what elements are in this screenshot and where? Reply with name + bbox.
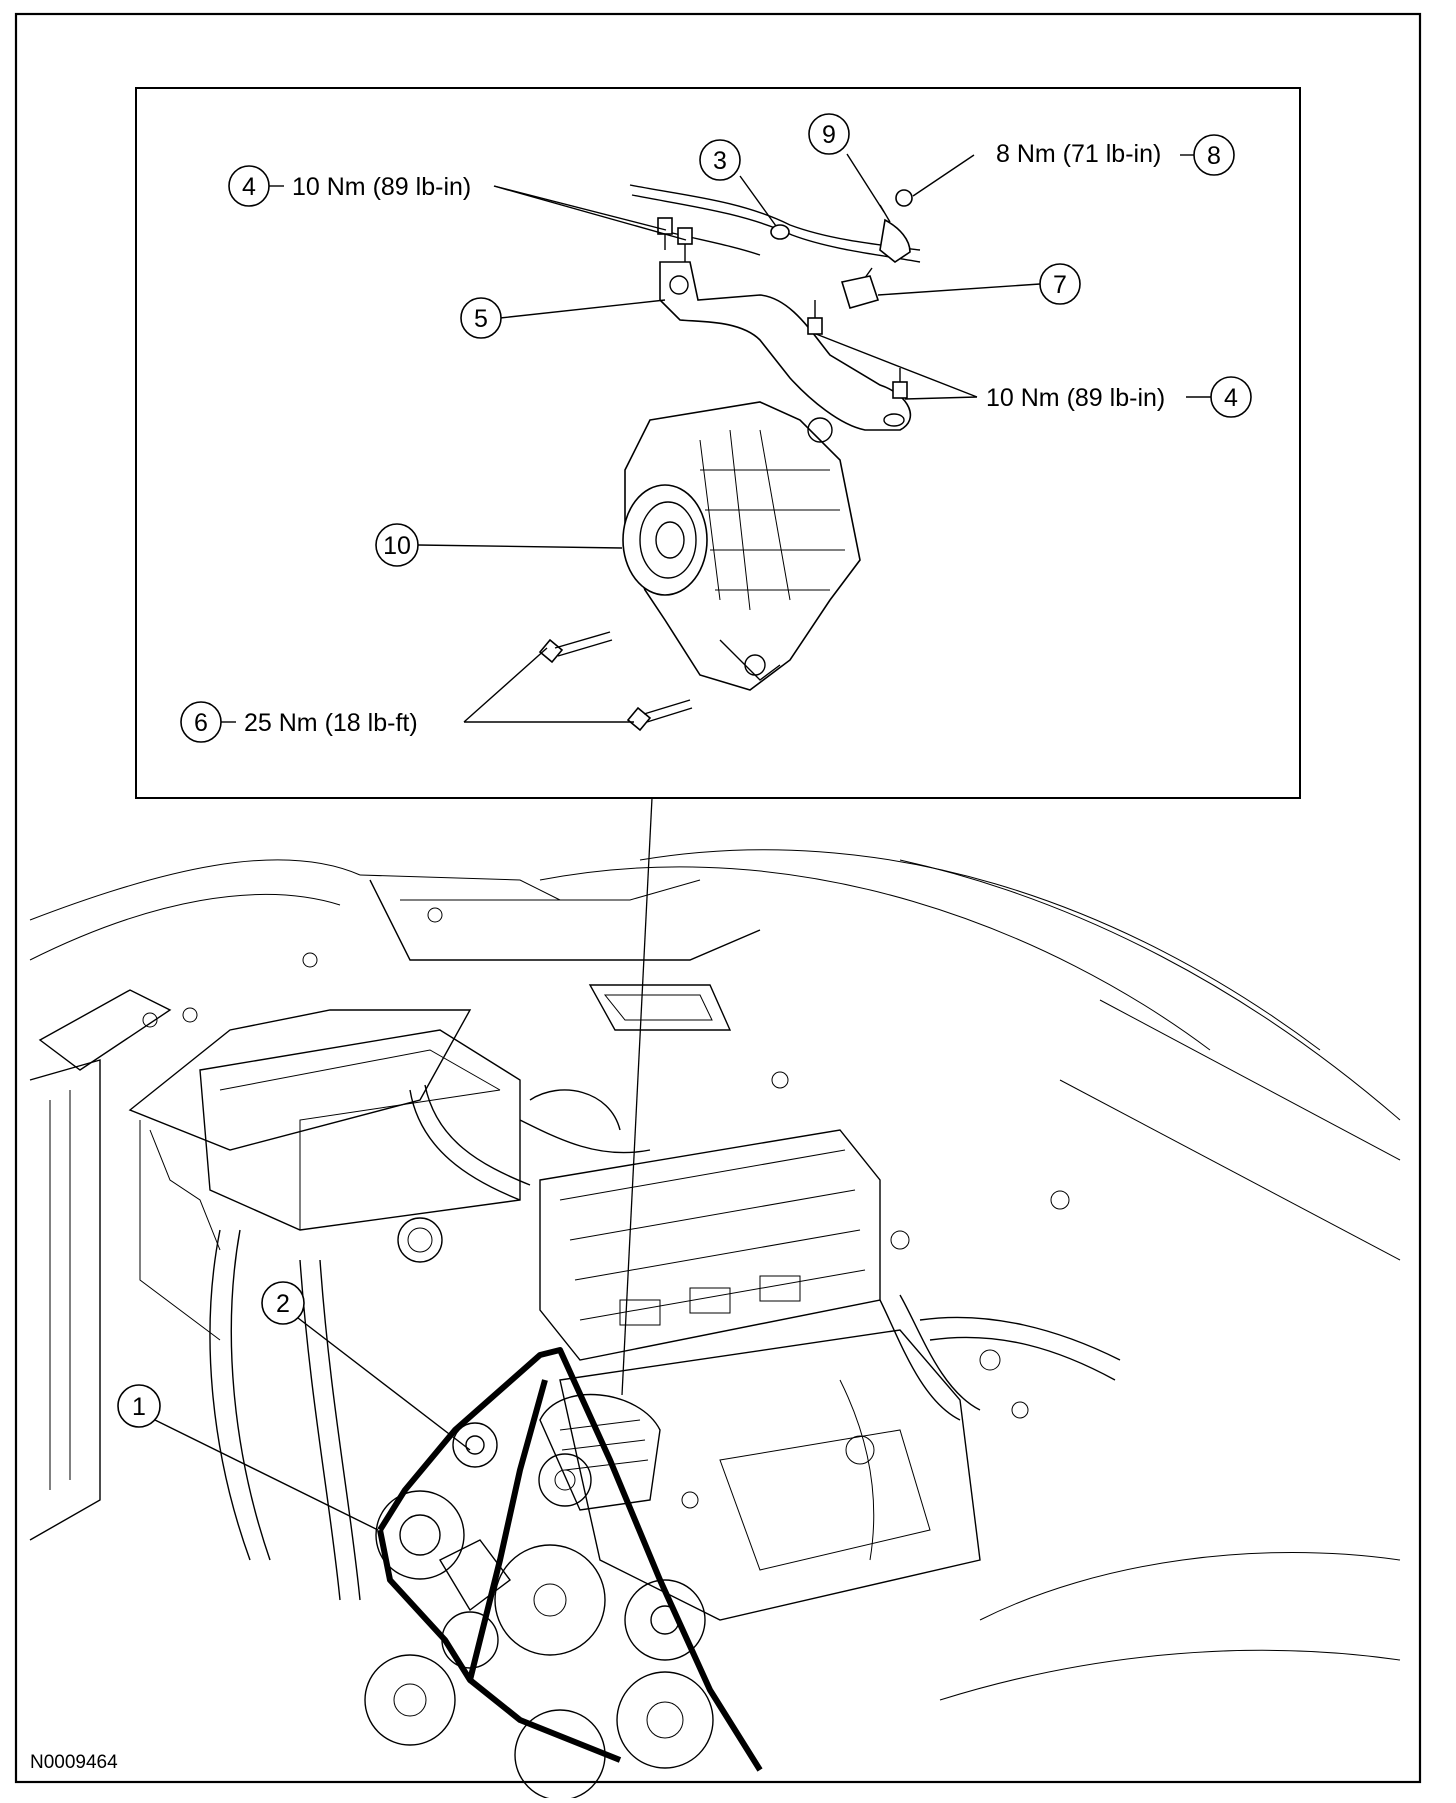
svg-text:7: 7 [1053,271,1067,299]
svg-text:1: 1 [132,1393,146,1421]
callout-3: 3 [699,139,741,181]
alternator-icon [622,401,861,691]
callout-4-top: 4 10 Nm (89 lb-in) [228,165,471,207]
svg-text:2: 2 [276,1290,290,1318]
callout-8: 8 Nm (71 lb-in) 8 [996,134,1235,176]
bolt-icon-6b [626,699,693,732]
svg-text:5: 5 [474,305,488,333]
svg-text:9: 9 [822,121,836,149]
inset-leader-line [621,797,653,1396]
bolt-icon-6a [538,631,613,664]
callout-10: 10 [375,523,419,567]
inset-illustration [538,184,921,732]
callout-4-right: 10 Nm (89 lb-in) 4 [986,376,1252,418]
terminal-boot-icon [879,218,911,263]
callout-6: 6 25 Nm (18 lb-ft) [180,701,418,743]
svg-text:3: 3 [713,147,727,175]
bolt-icon-4b [677,227,693,262]
callout-1: 1 [117,1384,161,1428]
torque-label-6: 25 Nm (18 lb-ft) [244,709,418,737]
callout-9: 9 [808,113,850,155]
bolt-icon-4a [657,217,673,250]
torque-label-4-right: 10 Nm (89 lb-in) [986,384,1165,412]
svg-text:4: 4 [242,173,256,201]
bolt-icon-4c [807,300,823,335]
svg-text:4: 4 [1224,384,1238,412]
connector-icon [840,275,880,309]
callout-2: 2 [261,1281,305,1325]
svg-text:8: 8 [1207,142,1221,170]
leader-lines [154,153,1041,1531]
svg-text:6: 6 [194,709,208,737]
figure-code: N0009464 [30,1752,118,1773]
torque-label-8: 8 Nm (71 lb-in) [996,140,1161,168]
torque-label-4-top: 10 Nm (89 lb-in) [292,173,471,201]
harness-clip-icon [770,224,790,240]
svg-text:10: 10 [383,532,411,560]
callout-7: 7 [1039,263,1081,305]
engine-bay-illustration [29,849,1401,1801]
nut-icon [895,189,913,207]
callout-5: 5 [460,297,502,339]
bolt-icon-4d [892,368,908,399]
